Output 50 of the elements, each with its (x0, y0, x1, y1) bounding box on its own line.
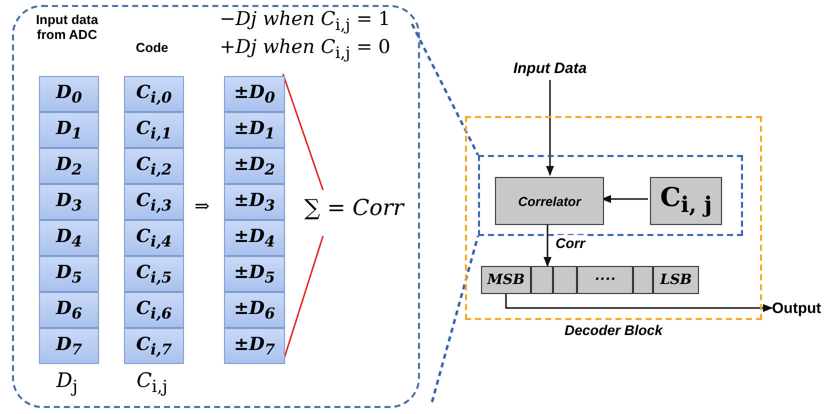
formula: −Dj when C$_{i,j}$ = 1 (218, 8, 392, 34)
zoom-panel (12, 5, 420, 408)
data-cell: ±D$_{2}$ (224, 148, 285, 184)
register-cell (633, 266, 653, 294)
column-heading: Code (134, 40, 170, 55)
data-cell: D$_{2}$ (39, 148, 99, 184)
data-cell: ±D$_{7}$ (224, 328, 285, 364)
data-cell: D$_{4}$ (39, 220, 99, 256)
data-cell: C$_{i,5}$ (124, 256, 184, 292)
data-cell: C$_{i,6}$ (124, 292, 184, 328)
data-cell: C$_{i,0}$ (124, 76, 184, 112)
data-cell: D$_{7}$ (39, 328, 99, 364)
output-label: Output (772, 298, 829, 318)
register-cell: MSB (481, 266, 531, 294)
data-cell: C$_{i,4}$ (124, 220, 184, 256)
data-cell: ±D$_{6}$ (224, 292, 285, 328)
data-cell: C$_{i,3}$ (124, 184, 184, 220)
arrow (546, 80, 554, 176)
data-cell: ±D$_{5}$ (224, 256, 285, 292)
register-cell: ···· (577, 266, 633, 294)
register-cell: LSB (653, 266, 699, 294)
data-cell: D$_{1}$ (39, 112, 99, 148)
correlator-group (478, 155, 743, 236)
code-box: C$_{i, j}$ (650, 177, 722, 225)
implies-sign: ⇒ (193, 196, 211, 217)
data-cell: ±D$_{0}$ (224, 76, 285, 112)
data-cell: D$_{3}$ (39, 184, 99, 220)
data-cell: C$_{i,2}$ (124, 148, 184, 184)
data-cell: D$_{5}$ (39, 256, 99, 292)
edge-label: Corr (556, 235, 586, 251)
block-title: Decoder Block (563, 322, 664, 338)
data-cell: ±D$_{4}$ (224, 220, 285, 256)
arrow (544, 223, 552, 267)
register-cell (531, 266, 553, 294)
data-cell: D$_{0}$ (39, 76, 99, 112)
column-heading: Input data from ADC (34, 12, 100, 42)
input-label: Input Data (505, 56, 595, 80)
formula: +Dj when C$_{i,j}$ = 0 (218, 36, 392, 62)
column-symbol: C$_{i,j}$ (135, 368, 169, 396)
shift-register (481, 266, 699, 294)
data-cell: C$_{i,7}$ (124, 328, 184, 364)
data-cell: ±D$_{3}$ (224, 184, 285, 220)
data-cell: C$_{i,1}$ (124, 112, 184, 148)
sum-formula: ∑ = Corr (303, 196, 406, 221)
column-symbol: D$_{j}$ (55, 368, 79, 396)
correlator-box: Correlator (495, 177, 604, 225)
data-cell: ±D$_{1}$ (224, 112, 285, 148)
data-cell: D$_{6}$ (39, 292, 99, 328)
register-cell (553, 266, 577, 294)
arrow (505, 294, 773, 312)
